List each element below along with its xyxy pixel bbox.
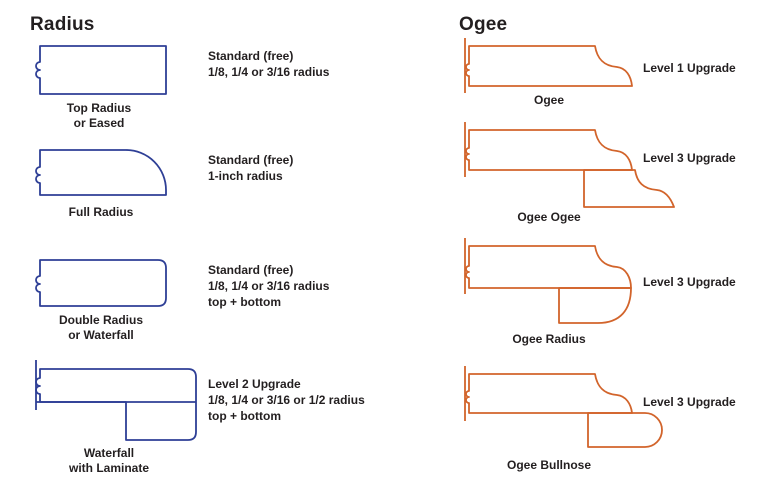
double-radius-profile — [35, 259, 167, 307]
top-radius-desc: Standard (free) 1/8, 1/4 or 3/16 radius — [208, 48, 329, 80]
caption-line: or Eased — [73, 116, 125, 130]
ogee-radius-level: Level 3 Upgrade — [643, 275, 736, 289]
waterfall-laminate-desc: Level 2 Upgrade 1/8, 1/4 or 3/16 or 1/2 … — [208, 376, 365, 424]
waterfall-laminate-caption: Waterfall with Laminate — [50, 446, 168, 476]
desc-line: top + bottom — [208, 409, 281, 423]
desc-line: 1/8, 1/4 or 3/16 radius — [208, 65, 330, 79]
full-radius-caption: Full Radius — [40, 205, 162, 220]
ogee-profile — [465, 45, 633, 87]
desc-line: top + bottom — [208, 295, 281, 309]
ogee-bullnose-profile — [465, 373, 633, 414]
caption-line: Full Radius — [68, 205, 134, 219]
ogee-radius-caption: Ogee Radius — [512, 332, 586, 346]
ogee-bullnose-lower — [587, 412, 663, 448]
desc-line: Standard (free) — [208, 263, 294, 277]
waterfall-laminate-profile — [35, 368, 197, 441]
ogee-ogee-level: Level 3 Upgrade — [643, 151, 736, 165]
ogee-heading: Ogee — [459, 14, 508, 35]
double-radius-caption: Double Radius or Waterfall — [40, 313, 162, 343]
radius-heading: Radius — [30, 14, 95, 35]
caption-line: Top Radius — [66, 101, 132, 115]
full-radius-profile — [35, 149, 167, 196]
ogee-ogee-caption: Ogee Ogee — [517, 210, 581, 224]
ogee-level: Level 1 Upgrade — [643, 61, 736, 75]
ogee-caption: Ogee — [533, 93, 564, 107]
full-radius-desc: Standard (free) 1-inch radius — [208, 152, 293, 184]
desc-line: 1-inch radius — [208, 169, 283, 183]
desc-line: Standard (free) — [208, 153, 294, 167]
ogee-bullnose-level: Level 3 Upgrade — [643, 395, 736, 409]
desc-line: Standard (free) — [208, 49, 294, 63]
ogee-bullnose-caption: Ogee Bullnose — [506, 458, 592, 472]
top-radius-caption: Top Radius or Eased — [40, 101, 158, 131]
caption-line: or Waterfall — [68, 328, 134, 342]
double-radius-desc: Standard (free) 1/8, 1/4 or 3/16 radius … — [208, 262, 329, 310]
caption-line: Double Radius — [58, 313, 143, 327]
ogee-ogee-lower — [583, 169, 675, 208]
ogee-ogee-profile — [465, 129, 633, 171]
ogee-radius-profile — [465, 245, 632, 289]
desc-line: Level 2 Upgrade — [208, 377, 301, 391]
caption-line: with Laminate — [68, 461, 149, 475]
desc-line: 1/8, 1/4 or 3/16 or 1/2 radius — [208, 393, 365, 407]
caption-line: Waterfall — [83, 446, 135, 460]
top-radius-profile — [35, 45, 167, 95]
ogee-radius-lower — [558, 287, 632, 324]
desc-line: 1/8, 1/4 or 3/16 radius — [208, 279, 330, 293]
